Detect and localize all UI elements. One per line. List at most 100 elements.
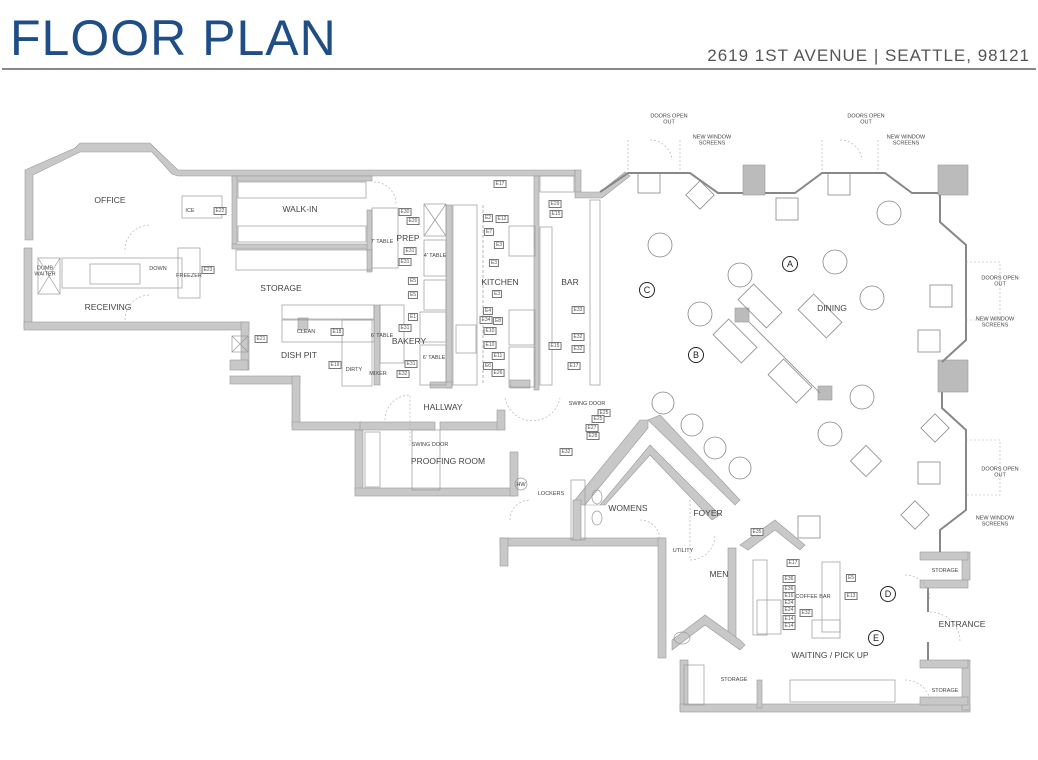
room-utility: UTILITY: [672, 547, 694, 554]
note-window-screens-1: NEW WINDOW SCREENS: [692, 134, 732, 147]
equipment-tag: E5: [845, 574, 857, 582]
equipment-tag: E29: [548, 200, 562, 208]
equipment-tag: E32: [571, 345, 585, 353]
equipment-tag: E6: [482, 362, 494, 370]
equipment-tag: E27: [585, 424, 599, 432]
fixture-lockers: LOCKERS: [537, 490, 565, 497]
room-entrance: ENTRANCE: [938, 619, 986, 630]
equipment-tag: E13: [844, 592, 858, 600]
fixture-coffee-bar: COFFEE BAR: [795, 593, 831, 600]
equipment-tag: E1: [407, 313, 419, 321]
section-marker-b: B: [686, 345, 704, 363]
equipment-tag: E12: [495, 215, 509, 223]
note-doors-open-out-4: DOORS OPEN OUT: [981, 466, 1019, 479]
equipment-tag: E25: [591, 415, 605, 423]
equipment-tag: E15: [548, 342, 562, 350]
room-dish-pit: DISH PIT: [281, 350, 317, 361]
equipment-tag: E32: [571, 333, 585, 341]
fixture-6ft-table-b: 6' TABLE: [422, 354, 446, 361]
equipment-tag: E34: [479, 316, 493, 324]
room-dining: DINING: [817, 303, 847, 314]
section-marker-d: D: [878, 584, 896, 602]
fixture-ice: ICE: [185, 207, 195, 214]
equipment-tag: E32: [799, 609, 813, 617]
equipment-tag: E3: [488, 259, 500, 267]
section-marker-c: C: [637, 280, 655, 298]
room-foyer: FOYER: [693, 508, 723, 519]
note-window-screens-4: NEW WINDOW SCREENS: [975, 515, 1015, 528]
wall-office-top: [24, 142, 576, 241]
equipment-tag: E31: [398, 258, 412, 266]
equipment-tag: E2: [482, 214, 494, 222]
room-womens: WOMENS: [608, 503, 648, 514]
room-storage: STORAGE: [260, 283, 302, 294]
note-window-screens-3: NEW WINDOW SCREENS: [975, 316, 1015, 329]
equipment-tag: E20: [406, 217, 420, 225]
room-storage-right-upper: STORAGE: [931, 567, 959, 574]
header-divider: [2, 68, 1036, 70]
fixture-water-heater: HW: [516, 481, 526, 488]
equipment-tag: E5: [407, 291, 419, 299]
page-title: FLOOR PLAN: [10, 10, 337, 66]
equipment-tag: E17: [493, 180, 507, 188]
equipment-tag: E19: [328, 361, 342, 369]
equipment-tag: E31: [398, 324, 412, 332]
room-receiving: RECEIVING: [84, 302, 132, 313]
equipment-tag: E17: [567, 362, 581, 370]
equipment-tag: E4: [482, 307, 494, 315]
fixture-swing-door-hallway: SWING DOOR: [568, 400, 606, 407]
fixture-7ft-table: 7' TABLE: [370, 238, 394, 245]
equipment-tag: E5: [407, 277, 419, 285]
room-walk-in: WALK-IN: [282, 204, 318, 215]
note-doors-open-out-1: DOORS OPEN OUT: [650, 113, 688, 126]
equipment-tag: E32: [396, 370, 410, 378]
equipment-tag: E3: [491, 290, 503, 298]
equipment-tag: E30: [398, 208, 412, 216]
equipment-tag: E31: [403, 247, 417, 255]
fixture-dirty: DIRTY: [345, 366, 363, 373]
equipment-tag: E24: [782, 606, 796, 614]
address: 2619 1ST AVENUE | SEATTLE, 98121: [707, 46, 1030, 65]
equipment-tag: E28: [586, 432, 600, 440]
equipment-tag: E18: [330, 328, 344, 336]
equipment-tag: E33: [571, 306, 585, 314]
fixture-clean: CLEAN: [296, 328, 316, 335]
room-waiting-pick-up: WAITING / PICK UP: [791, 650, 869, 661]
equipment-tag: E10: [483, 341, 497, 349]
note-window-screens-2: NEW WINDOW SCREENS: [886, 134, 926, 147]
equipment-tag: E23: [201, 266, 215, 274]
room-storage-right-lower: STORAGE: [931, 687, 959, 694]
room-bar: BAR: [561, 277, 579, 288]
equipment-tag: E10: [483, 327, 497, 335]
equipment-tag: E3: [493, 241, 505, 249]
fixture-dumb-waiter: DUMB WAITER: [34, 265, 56, 278]
room-storage-left-lower: STORAGE: [720, 676, 748, 683]
equipment-tag: E36: [782, 575, 796, 583]
note-doors-open-out-2: DOORS OPEN OUT: [847, 113, 885, 126]
equipment-tag: E17: [786, 559, 800, 567]
room-proofing: PROOFING ROOM: [410, 456, 486, 467]
equipment-tag: E31: [404, 360, 418, 368]
fixture-freezer: FREEZER: [176, 272, 202, 279]
fixture-swing-door-proofing: SWING DOOR: [411, 441, 449, 448]
equipment-tag: E32: [559, 448, 573, 456]
room-hallway: HALLWAY: [423, 402, 463, 413]
room-men: MEN: [709, 569, 729, 580]
note-doors-open-out-3: DOORS OPEN OUT: [981, 275, 1019, 288]
equipment-tag: E8: [492, 317, 504, 325]
equipment-tag: E11: [491, 352, 505, 360]
equipment-tag: E21: [254, 335, 268, 343]
room-office: OFFICE: [94, 195, 126, 206]
fixture-mixer: MIXER: [369, 370, 387, 377]
equipment-tag: E14: [782, 622, 796, 630]
equipment-tag: E7: [483, 228, 495, 236]
equipment-tag: E15: [549, 210, 563, 218]
fixture-6ft-table-a: 6' TABLE: [370, 332, 394, 339]
section-marker-a: A: [780, 254, 798, 272]
equipment-tag: E22: [213, 207, 227, 215]
fixture-4ft-table: 4' TABLE: [423, 252, 447, 259]
room-prep: PREP: [396, 233, 420, 244]
room-bakery: BAKERY: [391, 336, 427, 347]
equipment-tag: E35: [750, 528, 764, 536]
